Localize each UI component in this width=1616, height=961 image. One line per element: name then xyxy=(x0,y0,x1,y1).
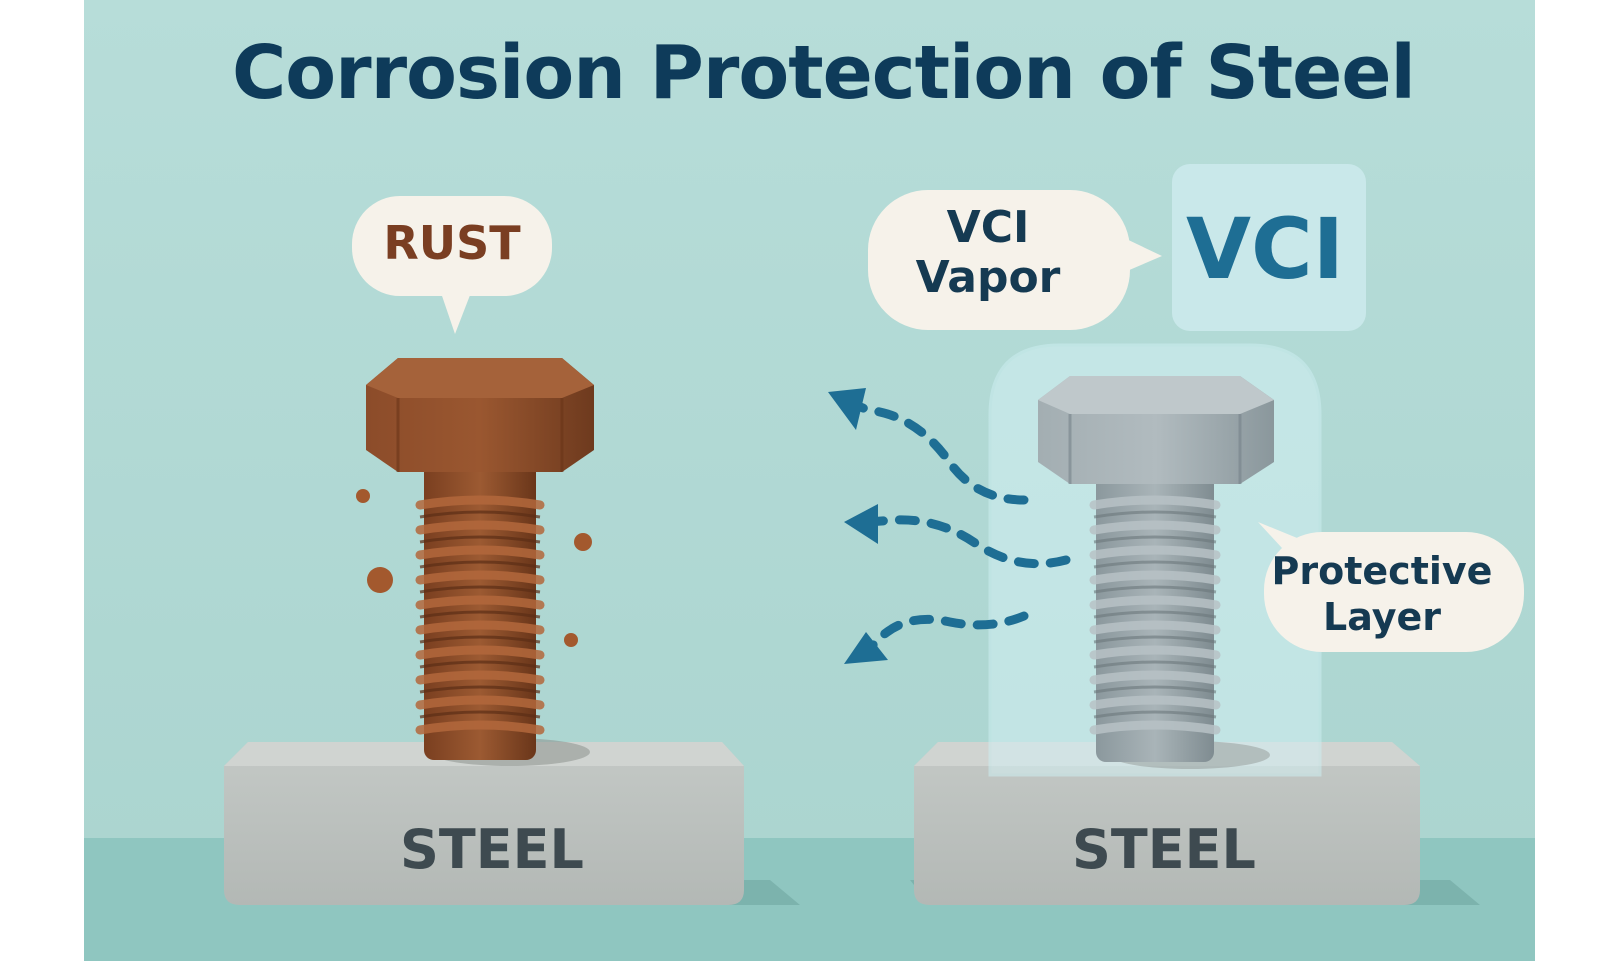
vci-vapor-line1: VCI xyxy=(946,202,1030,253)
page-title: Corrosion Protection of Steel xyxy=(232,30,1416,116)
vapor-arrow-top xyxy=(843,397,1029,505)
rust-callout xyxy=(352,196,552,334)
vci-vapor-line2: Vapor xyxy=(915,252,1061,303)
arrow-head-middle xyxy=(844,504,878,544)
vapor-arrow-middle xyxy=(863,515,1071,569)
rusty-bolt xyxy=(224,196,800,905)
protective-layer-line2: Layer xyxy=(1323,595,1441,639)
protected-bolt xyxy=(868,164,1524,905)
left-steel-label: STEEL xyxy=(400,818,584,881)
vapor-arrow-bottom xyxy=(861,611,1029,657)
arrow-head-top xyxy=(828,388,866,430)
vapor-arrows xyxy=(843,397,1071,657)
vci-vapor-callout xyxy=(868,190,1162,330)
vci-box xyxy=(1172,164,1366,331)
protective-layer-label: Protective Layer xyxy=(1262,548,1502,640)
rust-label: RUST xyxy=(383,216,521,270)
vci-vapor-label: VCI Vapor xyxy=(868,203,1108,303)
left-steel-block xyxy=(224,742,800,905)
right-steel-label: STEEL xyxy=(1072,818,1256,881)
protective-layer-line1: Protective xyxy=(1271,549,1493,593)
vci-box-label: VCI xyxy=(1186,200,1344,298)
arrow-head-bottom xyxy=(844,632,888,664)
protective-layer-callout xyxy=(1258,522,1524,652)
